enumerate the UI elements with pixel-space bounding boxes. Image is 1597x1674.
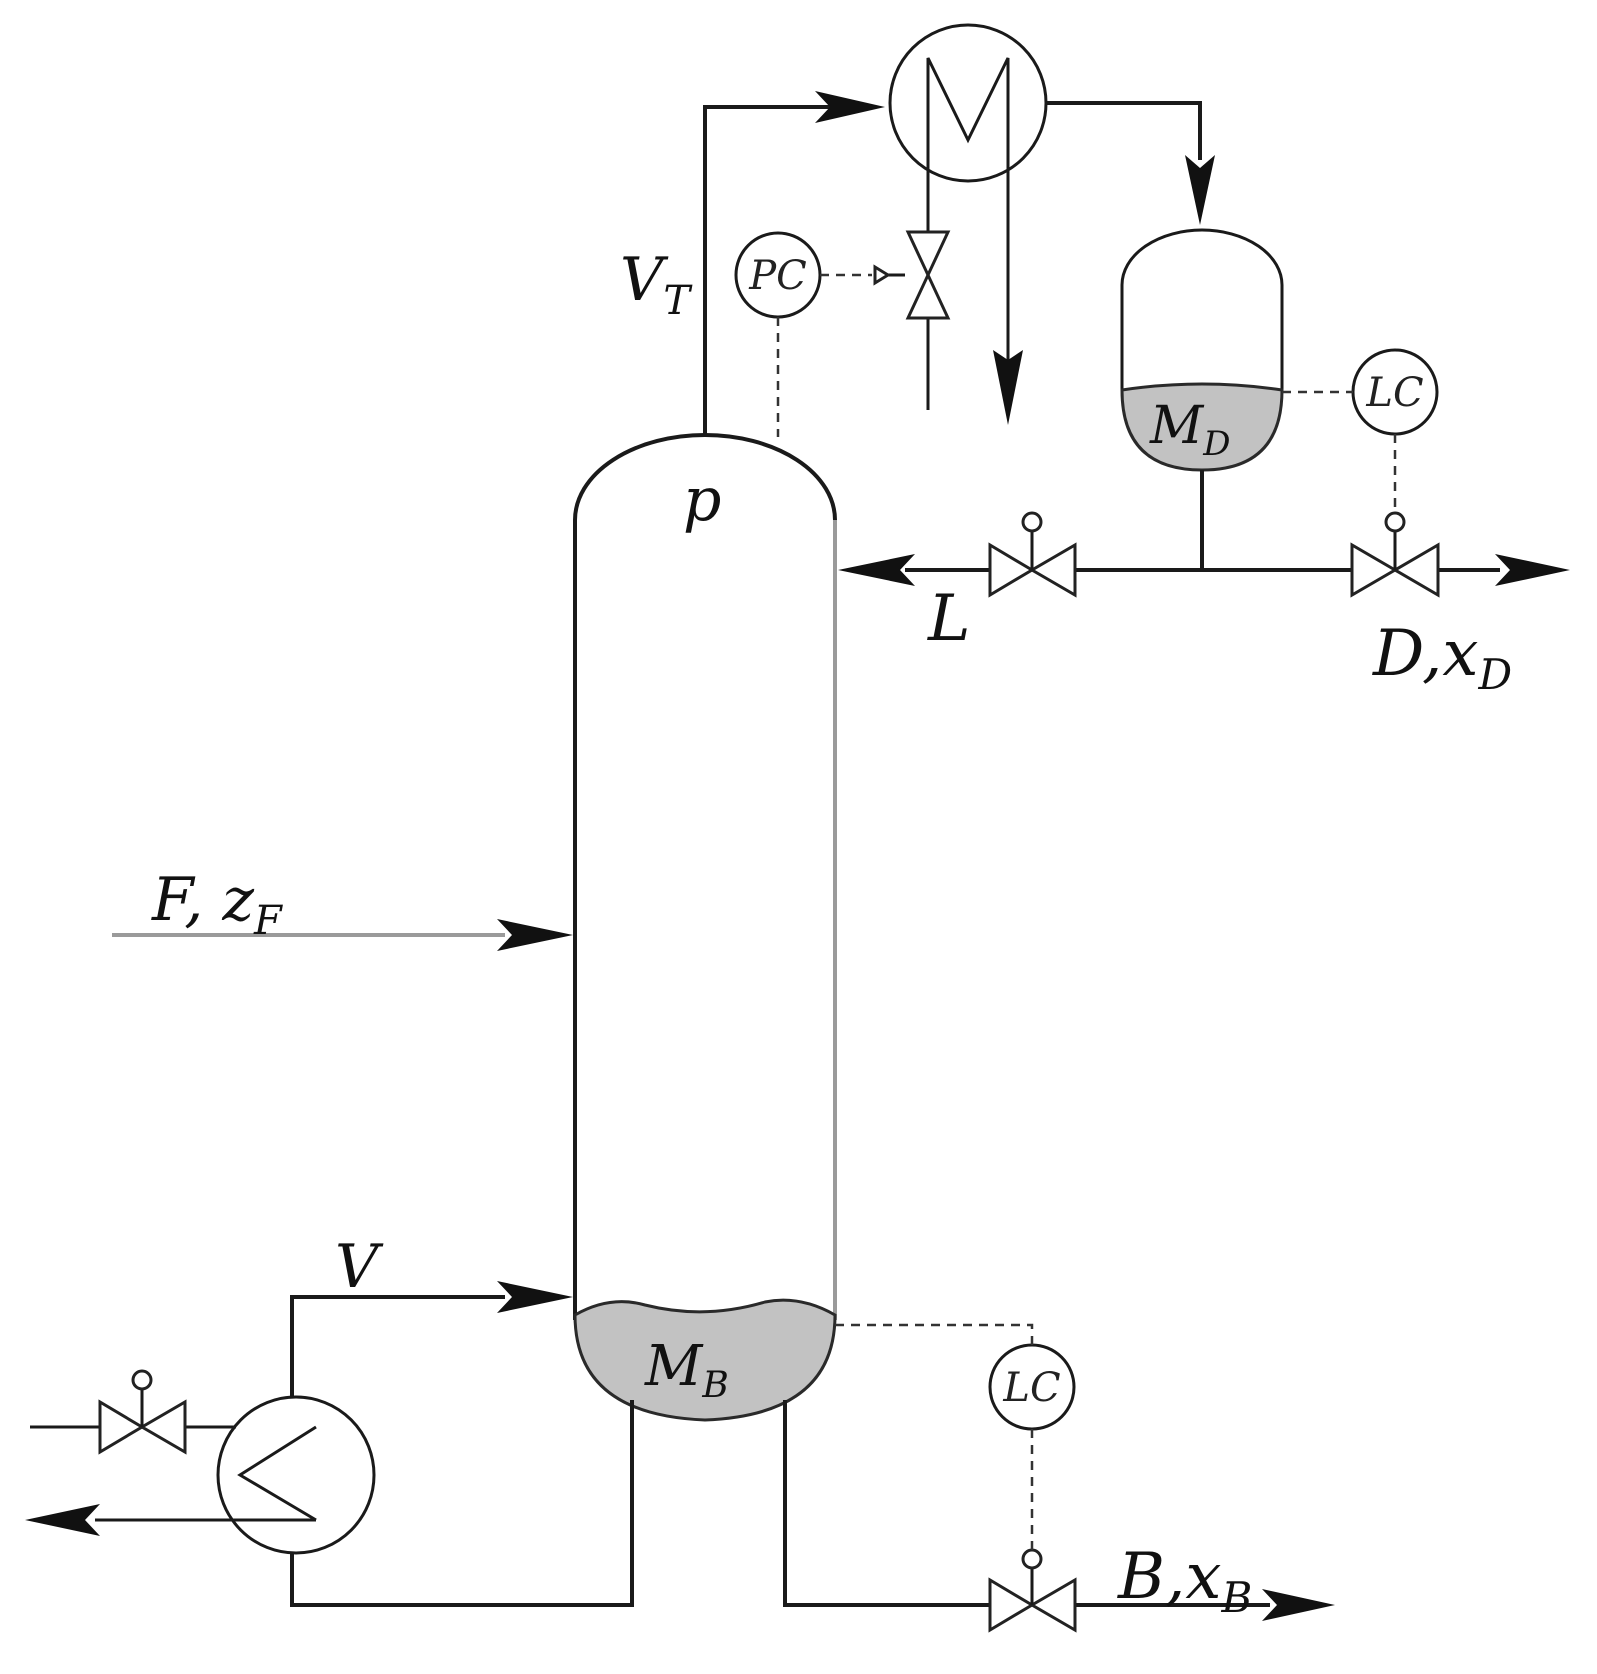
distillate-valve-actuator-icon [1384, 511, 1406, 533]
reflux-valve-actuator-icon [1021, 511, 1043, 533]
drum-level-controller: LC [1282, 348, 1439, 522]
drum-holdup-label: MD [1149, 396, 1231, 464]
coolant-valve-lower [905, 271, 951, 320]
feed-line [112, 919, 573, 951]
bottoms-pipe [783, 1400, 990, 1607]
steam-valve-right [139, 1399, 187, 1455]
lc-bottom-signal-from-column [835, 1323, 1034, 1345]
condenser-shell [888, 23, 1048, 183]
steam-valve [98, 1369, 187, 1455]
bottoms-to-reboiler-pipe [290, 1400, 634, 1607]
distillate-valve-right [1392, 542, 1440, 598]
bottom-level-controller: LC [835, 1323, 1076, 1550]
reflux-arrow [838, 554, 915, 586]
boilup-label: V [335, 1232, 384, 1302]
bottoms-valve-right [1029, 1577, 1077, 1633]
reflux-drum [1120, 228, 1284, 570]
coolant-valve [873, 230, 951, 320]
vapor-arrow [815, 91, 885, 123]
bottoms-line [783, 1400, 1335, 1621]
bottoms-valve [988, 1548, 1077, 1633]
condensate-pipe [1046, 101, 1202, 160]
vapor-top-label: VT [620, 245, 693, 324]
feed-arrow [497, 919, 573, 951]
drum-upper-shell [1120, 228, 1284, 390]
bottoms-label: B,xB [1117, 1540, 1252, 1622]
bottoms-arrow [1262, 1589, 1335, 1621]
distillate-valve [1350, 511, 1440, 598]
reflux-valve [988, 511, 1077, 598]
vapor-pipe [703, 105, 850, 437]
condenser-coil-icon [926, 57, 1010, 180]
column-bottom-liquid [573, 1298, 837, 1422]
overhead-vapor-line [703, 91, 885, 437]
boilup-pipe [290, 1295, 505, 1398]
lc-bottom-label: LC [1002, 1365, 1060, 1411]
lc-drum-label: LC [1365, 370, 1423, 416]
distillate-arrow [1495, 554, 1570, 586]
coolant-out-arrow [993, 350, 1023, 425]
bottoms-valve-actuator-icon [1021, 1548, 1043, 1570]
boilup-arrow [497, 1281, 573, 1313]
condensate-out-arrow [25, 1504, 100, 1536]
reflux-distillate-line [838, 554, 1570, 586]
bottoms-valve-left [988, 1577, 1035, 1633]
pressure-controller: PC [734, 231, 872, 437]
steam-valve-actuator-icon [131, 1369, 153, 1391]
condensate-arrow [1185, 155, 1215, 225]
steam-valve-left [98, 1399, 145, 1455]
drum-liquid [1120, 382, 1284, 472]
reflux-valve-right [1029, 542, 1077, 598]
distillate-label: D,xD [1372, 617, 1512, 699]
reboiler-coil-icon [237, 1425, 317, 1522]
distillate-valve-left [1350, 542, 1398, 598]
pc-label: PC [748, 253, 807, 299]
reflux-valve-left [988, 542, 1035, 598]
pressure-label: p [683, 465, 721, 535]
reboiler-shell [216, 1395, 376, 1555]
bottom-holdup-label: MB [644, 1334, 729, 1406]
reflux-label: L [927, 582, 971, 656]
feed-label: F, zF [151, 865, 283, 944]
reboiler-loop [25, 1281, 634, 1607]
coolant-valve-upper [905, 230, 951, 279]
coolant-valve-actuator-icon [873, 264, 891, 286]
condenser [888, 23, 1215, 425]
distillation-column [573, 433, 837, 1422]
